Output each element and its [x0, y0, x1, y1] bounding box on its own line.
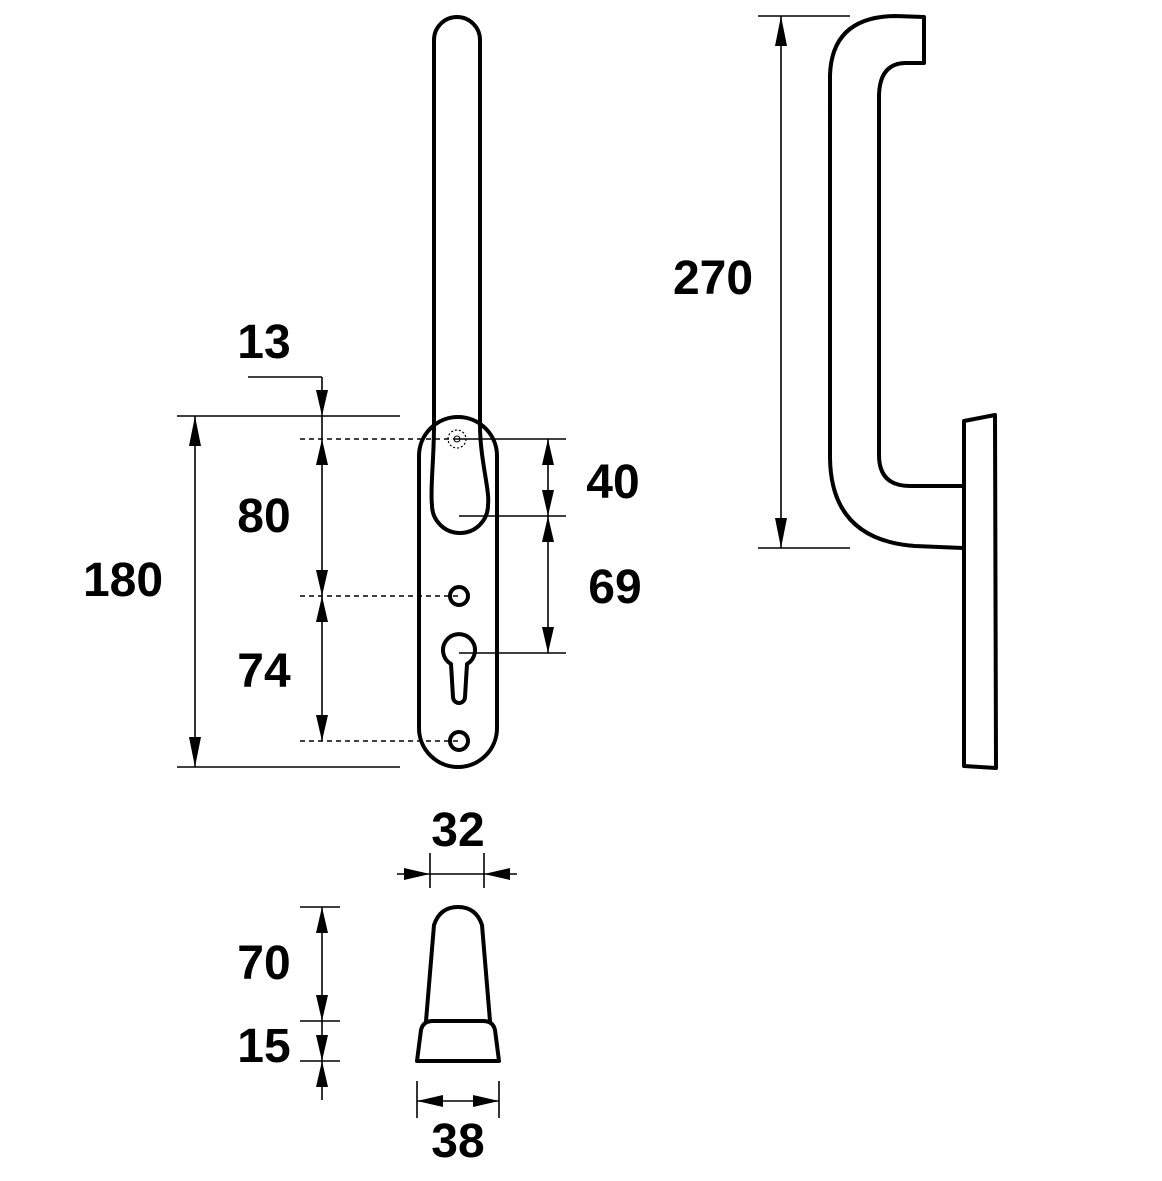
dim-180-label: 180: [83, 554, 163, 607]
side-lever: [828, 14, 965, 550]
dim-38-label: 38: [431, 1115, 484, 1168]
cylinder-keyhole: [441, 632, 477, 705]
dim-32-label: 32: [431, 804, 484, 857]
dim-13-label: 13: [237, 316, 290, 369]
side-view: 270: [673, 14, 998, 770]
end-lever: [424, 905, 492, 1023]
dim-270-label: 270: [673, 252, 753, 305]
dim-40-label: 40: [586, 456, 639, 509]
front-view: [417, 15, 499, 769]
backplate: [417, 415, 499, 769]
dim-15-label: 15: [237, 1020, 290, 1073]
dim-74-label: 74: [237, 645, 291, 698]
side-backplate: [962, 413, 998, 770]
upper-screw-hole: [448, 585, 470, 607]
dim-70-label: 70: [237, 937, 290, 990]
dim-80-label: 80: [237, 490, 290, 543]
end-base: [415, 1019, 501, 1063]
dim-69-label: 69: [588, 561, 641, 614]
lower-screw-hole: [448, 730, 470, 752]
front-dimensions: 13 80 180 74 40 69: [83, 316, 642, 768]
handle-lever: [432, 15, 482, 427]
lever-rose: [429, 423, 491, 535]
end-view: 32 70 15 38: [237, 804, 517, 1168]
